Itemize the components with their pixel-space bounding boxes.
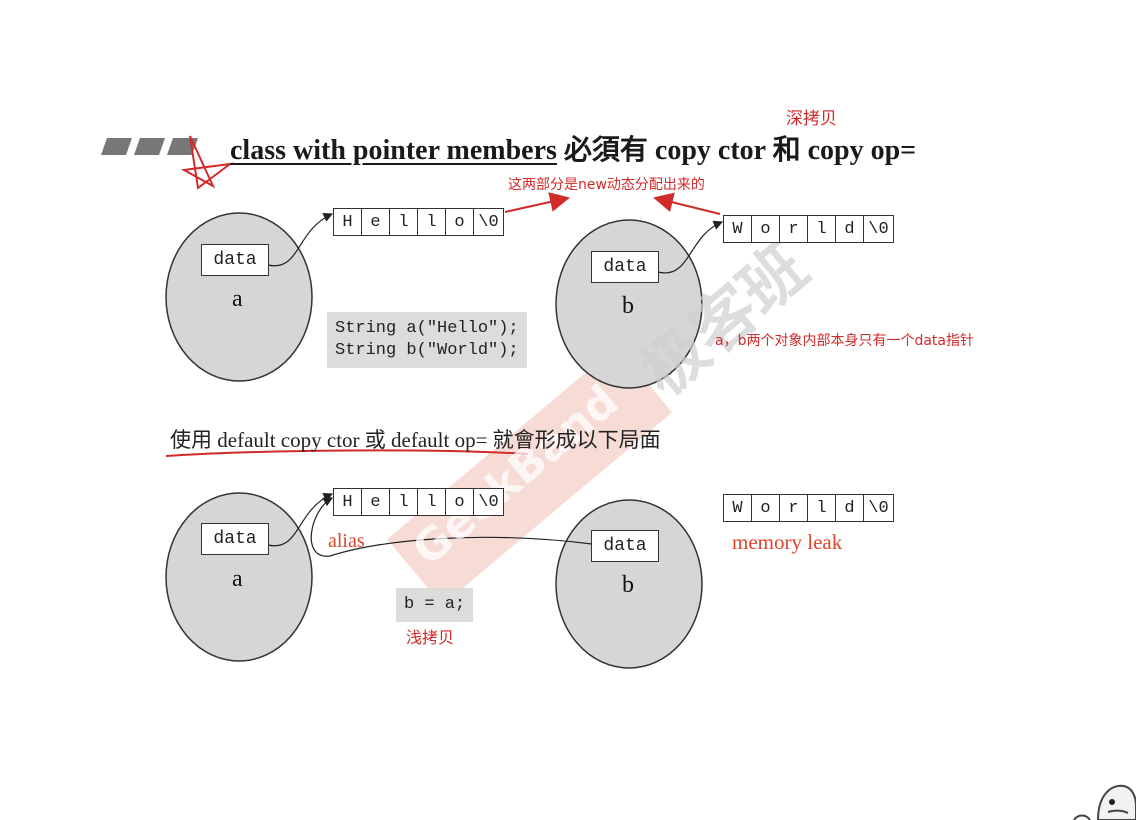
char-cell: \0 — [868, 219, 889, 239]
hello-string-bottom: H e l l o \0 — [333, 488, 504, 516]
object-b-label: b — [622, 293, 634, 319]
memory-leak-label: memory leak — [732, 530, 843, 554]
code-line: String a("Hello"); — [335, 319, 519, 338]
red-arrow-left — [504, 192, 570, 213]
pointer-a-to-hello — [267, 213, 334, 267]
red-star-icon — [180, 135, 234, 190]
char-cell: \0 — [868, 498, 889, 518]
char-cell: l — [418, 489, 446, 515]
char-cell: o — [752, 216, 780, 242]
world-string-top: W o r l d \0 — [723, 215, 894, 243]
red-arrow-right — [653, 192, 721, 215]
char-cell: H — [334, 489, 362, 515]
title-underlined: class with pointer members — [230, 135, 557, 166]
ab-pointer-note: a，b两个对象内部本身只有一个data指针 — [715, 333, 974, 349]
char-cell: l — [418, 209, 446, 235]
section-subtitle: 使用 default copy ctor 或 default op= 就會形成以… — [170, 428, 661, 452]
char-cell: r — [780, 216, 808, 242]
subtitle-underline — [165, 449, 529, 457]
object-a-label: a — [232, 286, 243, 312]
new-alloc-note: 这两部分是new动态分配出来的 — [508, 177, 705, 193]
char-cell: l — [808, 216, 836, 242]
object-a-label-bottom: a — [232, 566, 243, 592]
code-box-bottom: b = a; — [396, 588, 474, 622]
object-b-label-bottom: b — [622, 572, 634, 598]
object-b-data-field-bottom: data — [591, 530, 659, 562]
char-cell: o — [446, 209, 474, 235]
char-cell: l — [808, 495, 836, 521]
pointer-b-to-world — [657, 220, 724, 274]
pointer-b-to-hello-bottom — [310, 497, 593, 557]
char-cell: r — [780, 495, 808, 521]
mascot-icon — [1073, 784, 1136, 820]
char-cell: o — [446, 489, 474, 515]
char-cell: W — [724, 495, 752, 521]
char-cell: d — [836, 495, 864, 521]
page-title: class with pointer members 必須有 copy ctor… — [230, 128, 916, 168]
watermark — [387, 346, 673, 606]
world-string-bottom: W o r l d \0 — [723, 494, 894, 522]
char-cell: \0 — [478, 492, 499, 512]
hello-string-top: H e l l o \0 — [333, 208, 504, 236]
alias-label: alias — [328, 530, 365, 552]
title-bullet-icon — [101, 138, 198, 155]
char-cell: l — [390, 209, 418, 235]
title-rest: 必須有 copy ctor 和 copy op= — [556, 135, 917, 166]
char-cell: e — [362, 209, 390, 235]
char-cell: d — [836, 216, 864, 242]
code-line: String b("World"); — [335, 341, 519, 360]
pointer-a-to-hello-bottom — [267, 493, 334, 547]
object-a-data-field-bottom: data — [201, 523, 269, 555]
object-a-data-field: data — [201, 244, 269, 276]
char-cell: H — [334, 209, 362, 235]
code-box-top: String a("Hello"); String b("World"); — [327, 312, 527, 368]
char-cell: \0 — [478, 212, 499, 232]
object-b-data-field: data — [591, 251, 659, 283]
shallow-copy-note: 浅拷贝 — [406, 628, 455, 647]
char-cell: e — [362, 489, 390, 515]
char-cell: o — [752, 495, 780, 521]
char-cell: l — [390, 489, 418, 515]
deep-copy-note: 深拷贝 — [786, 109, 837, 129]
char-cell: W — [724, 216, 752, 242]
